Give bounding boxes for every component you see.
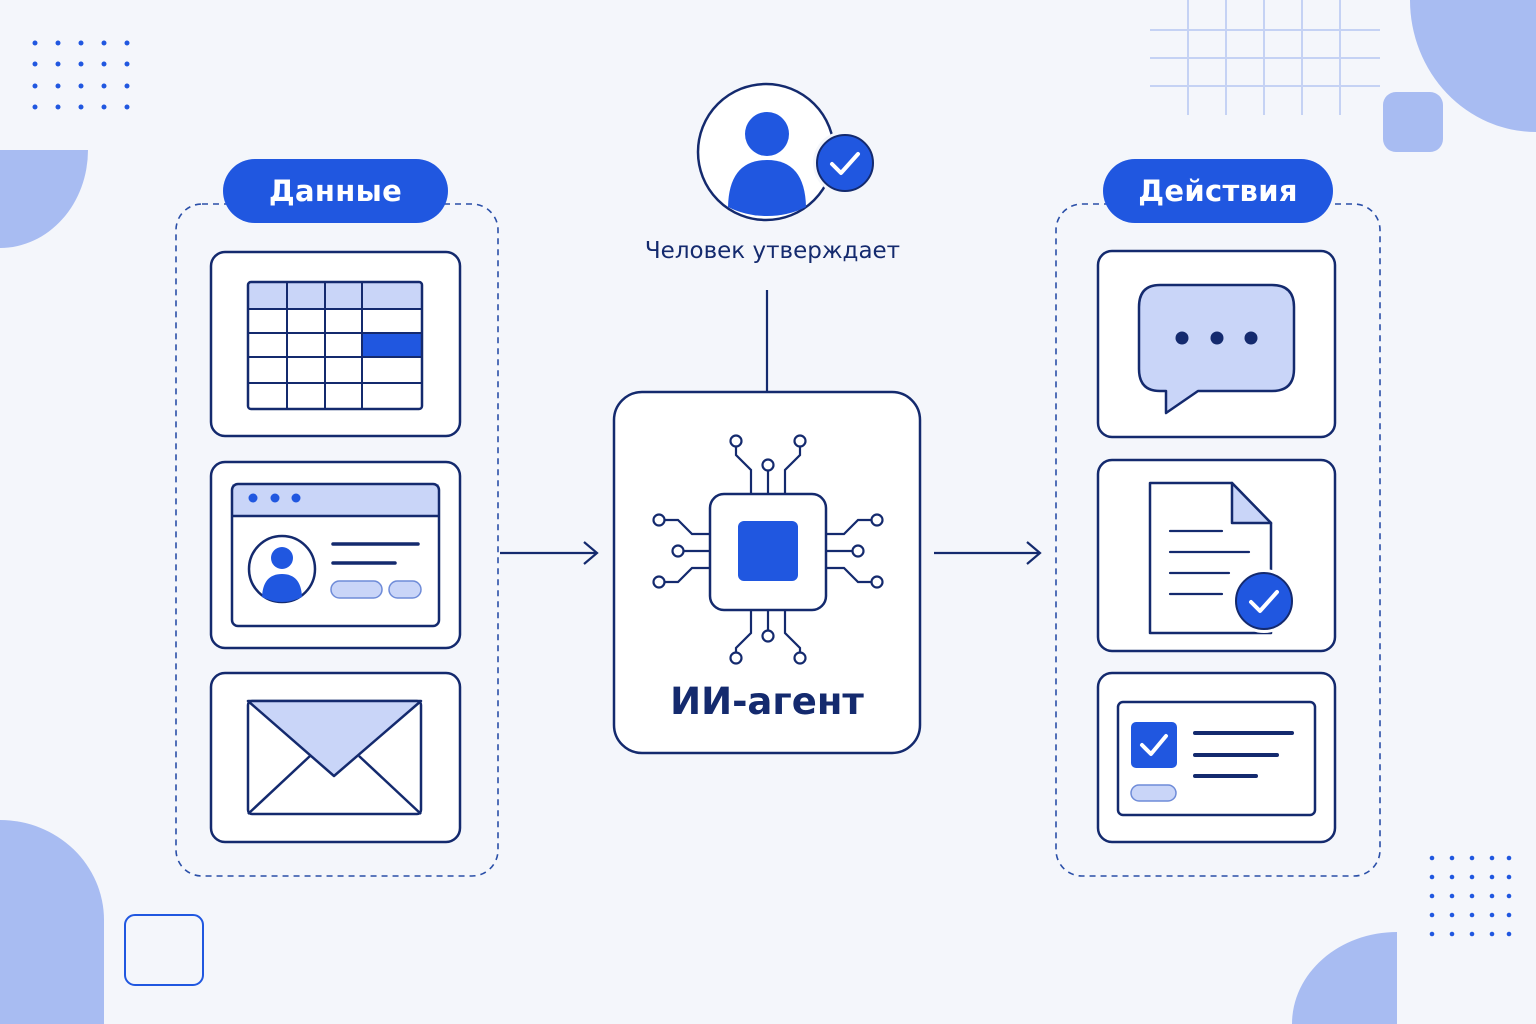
approval-check-icon [813,131,877,195]
decor-outline-square [124,914,204,986]
avatar-icon [247,534,317,604]
task-checklist-icon [1116,700,1317,817]
dot-grid-bottom-right [1429,855,1512,937]
ai-chip-icon [652,434,884,665]
data-card-table [209,250,462,438]
checkbox-icon [1131,722,1177,768]
data-group-label: Данные [223,159,448,223]
data-card-email [209,671,462,844]
arrow-data-to-agent [500,541,599,565]
data-card-profile [209,460,462,650]
action-card-chat [1096,249,1337,439]
envelope-icon [246,699,423,816]
table-icon [246,280,424,411]
decor-shape-right-top [1410,0,1536,132]
decor-shape-left-top [0,150,88,248]
human-approval-caption: Человек утверждает [644,238,901,264]
decor-square-right [1383,92,1443,152]
grid-lines-top-right [1150,0,1380,115]
human-approver [696,82,877,222]
profile-window-icon [230,482,441,628]
chat-bubble-icon [1137,283,1296,415]
action-card-document [1096,458,1337,653]
ai-agent-label: ИИ-агент [670,680,864,723]
ai-agent-card [612,390,922,755]
decor-shape-left-bottom [0,820,104,1024]
action-card-task [1096,671,1337,844]
actions-group-label: Действия [1103,159,1333,223]
arrow-agent-to-actions [934,541,1042,565]
dot-grid-top-left [32,40,130,110]
approved-document-icon [1148,481,1296,635]
decor-shape-right-bottom [1292,932,1397,1024]
document-check-icon [1235,572,1293,630]
